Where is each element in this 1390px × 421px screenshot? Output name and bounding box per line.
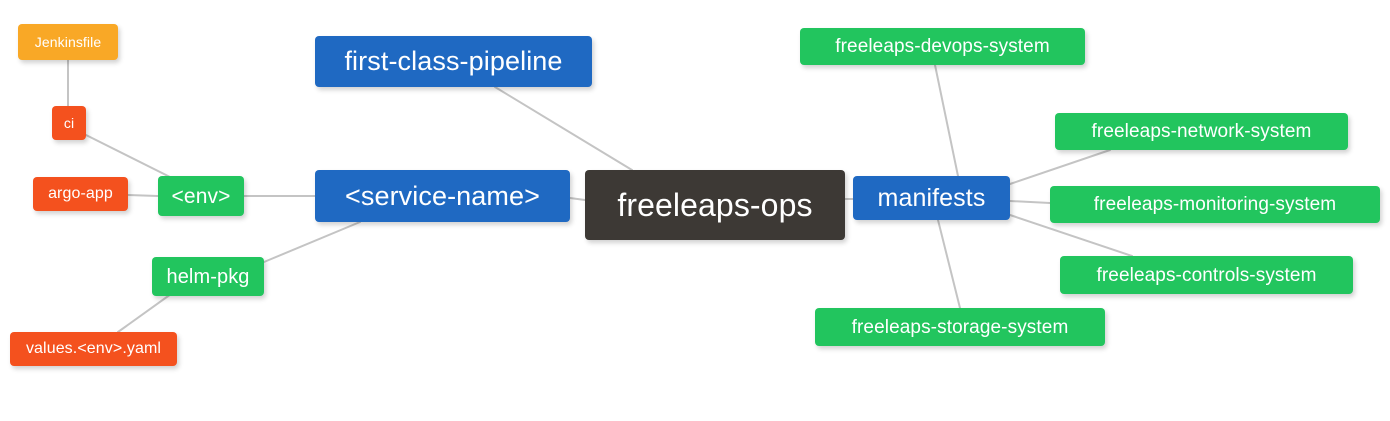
mindmap-node-ci[interactable]: ci	[52, 106, 86, 140]
edge-servicename-to-root	[569, 197, 586, 201]
edge-manifests-to-network	[1009, 149, 1111, 185]
edge-manifests-to-monitoring	[1009, 200, 1051, 204]
mindmap-node-jenkinsfile[interactable]: Jenkinsfile	[18, 24, 118, 60]
mindmap-node-argoapp[interactable]: argo-app	[33, 177, 128, 211]
edge-argoapp-to-env	[127, 194, 159, 197]
mindmap-node-monitoring[interactable]: freeleaps-monitoring-system	[1050, 186, 1380, 223]
mindmap-node-controls[interactable]: freeleaps-controls-system	[1060, 256, 1353, 294]
mindmap-node-pipeline[interactable]: first-class-pipeline	[315, 36, 592, 87]
edge-servicename-to-helmpkg	[263, 221, 361, 263]
mindmap-node-root[interactable]: freeleaps-ops	[585, 170, 845, 240]
mindmap-node-valuesyaml[interactable]: values.<env>.yaml	[10, 332, 177, 366]
mindmap-node-helmpkg[interactable]: helm-pkg	[152, 257, 264, 296]
edge-manifests-to-devops	[934, 64, 959, 177]
edge-manifests-to-controls	[1009, 214, 1133, 257]
edge-ci-to-env	[85, 134, 177, 181]
edge-manifests-to-storage	[937, 219, 961, 309]
mindmap-node-manifests[interactable]: manifests	[853, 176, 1010, 220]
mindmap-node-devops[interactable]: freeleaps-devops-system	[800, 28, 1085, 65]
edge-pipeline-to-root	[494, 86, 633, 171]
mindmap-node-env[interactable]: <env>	[158, 176, 244, 216]
mindmap-node-network[interactable]: freeleaps-network-system	[1055, 113, 1348, 150]
mindmap-node-storage[interactable]: freeleaps-storage-system	[815, 308, 1105, 346]
mindmap-node-servicename[interactable]: <service-name>	[315, 170, 570, 222]
edge-helmpkg-to-valuesyaml	[117, 288, 179, 333]
